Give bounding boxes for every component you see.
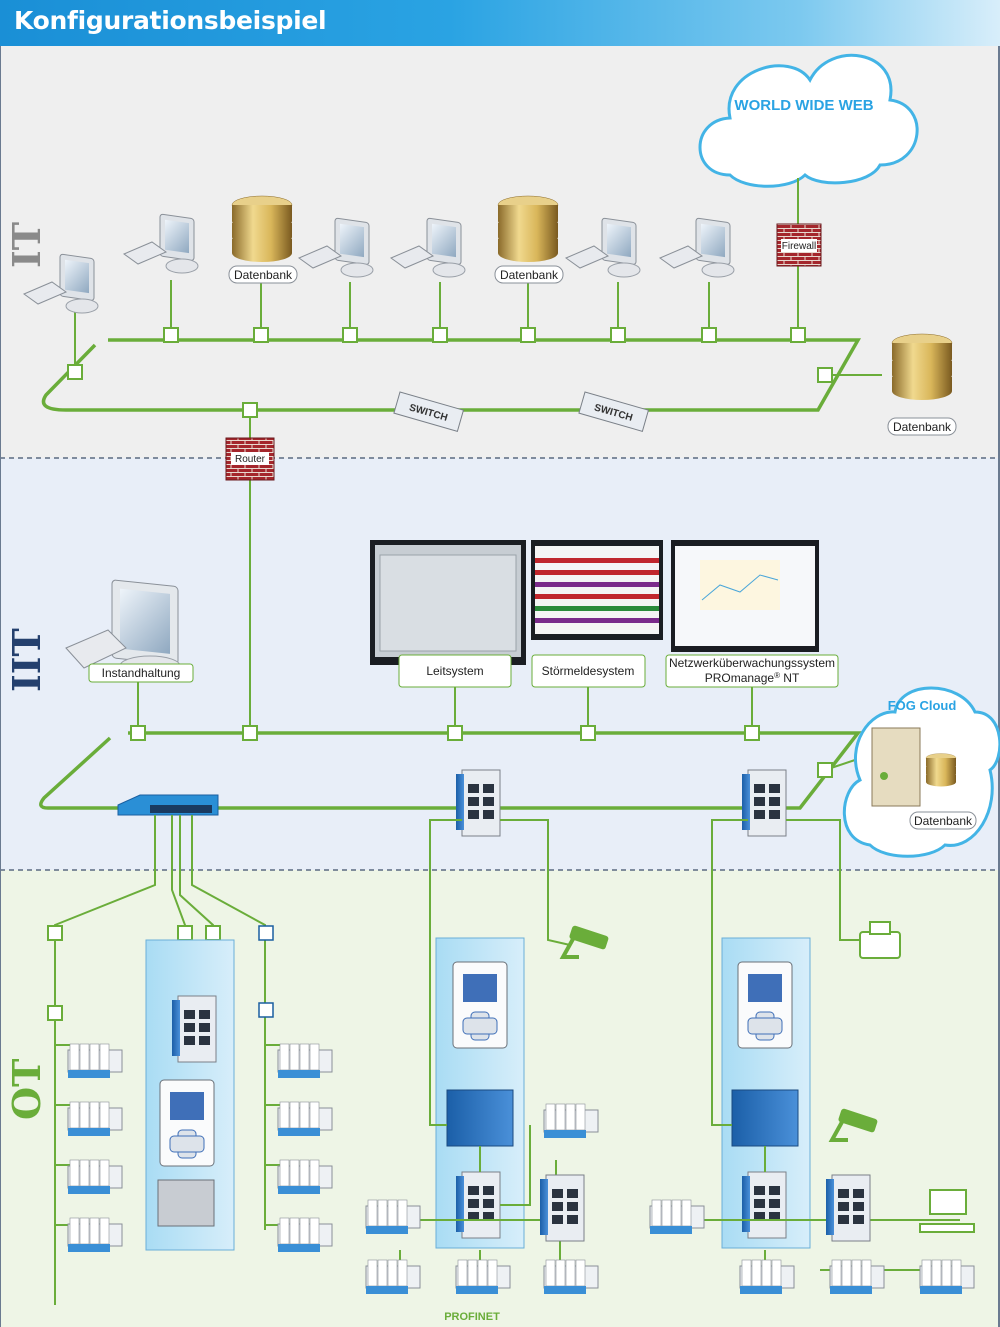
switch-2: SWITCH [578,391,650,432]
iit-main-switch [117,794,219,816]
registered-mark: ® [774,671,780,680]
ot-switch-3b [825,1174,871,1242]
firewall: Firewall [776,223,822,267]
router: Router [225,437,275,481]
database-4-label: Datenbank [914,814,973,828]
ot-switch-2b [539,1174,585,1242]
leitsystem-monitor [370,540,526,665]
printer [859,921,901,959]
iit-ring-nodes [130,725,833,778]
leitsystem-label: Leitsystem [426,664,483,678]
database-1-label: Datenbank [234,268,293,282]
stoermelde-label: Störmeldesystem [542,664,635,678]
database-2 [497,195,559,263]
database-3-label: Datenbank [893,420,952,434]
instandhaltung-label: Instandhaltung [102,666,181,680]
router-label: Router [235,454,266,465]
title-bar: Konfigurationsbeispiel [0,0,1000,46]
database-2-label: Datenbank [500,268,559,282]
database-3 [891,333,953,401]
network-diagram: IT IIT OT WORLD WIDE WEB Datenbank Daten… [0,46,1000,1327]
netzwerk-monitor [671,540,819,652]
zone-label-iit: IIT [4,628,49,692]
iit-managed-switch-1 [455,769,501,837]
promanage-name: PROmanage [705,671,775,685]
ot-left-nodes [47,925,221,1021]
fog-cloud-label: FOG Cloud [888,698,957,713]
zone-label-ot: OT [4,1059,49,1120]
netzwerk-label-line1: Netzwerküberwachungssystem [669,656,835,670]
cabinet-1 [145,939,235,1251]
cloud-label: WORLD WIDE WEB [734,97,873,114]
netzwerk-label-line2: PROmanage® NT [705,671,800,685]
workstation [919,1189,975,1233]
iit-managed-switch-2 [741,769,787,837]
world-wide-web-cloud: WORLD WIDE WEB [698,53,919,188]
ot-sensor-nodes [258,925,274,1018]
cabinet-3 [721,937,811,1249]
cabinet-2 [435,937,525,1249]
database-1 [231,195,293,263]
switch-1: SWITCH [393,391,465,432]
page-title: Konfigurationsbeispiel [14,6,327,35]
zone-label-it: IT [4,222,49,268]
it-ring-nodes [67,327,833,418]
firewall-label: Firewall [782,241,816,252]
promanage-suffix: NT [780,671,800,685]
profinet-label: PROFINET [444,1311,500,1323]
stoermelde-monitor [531,540,663,640]
